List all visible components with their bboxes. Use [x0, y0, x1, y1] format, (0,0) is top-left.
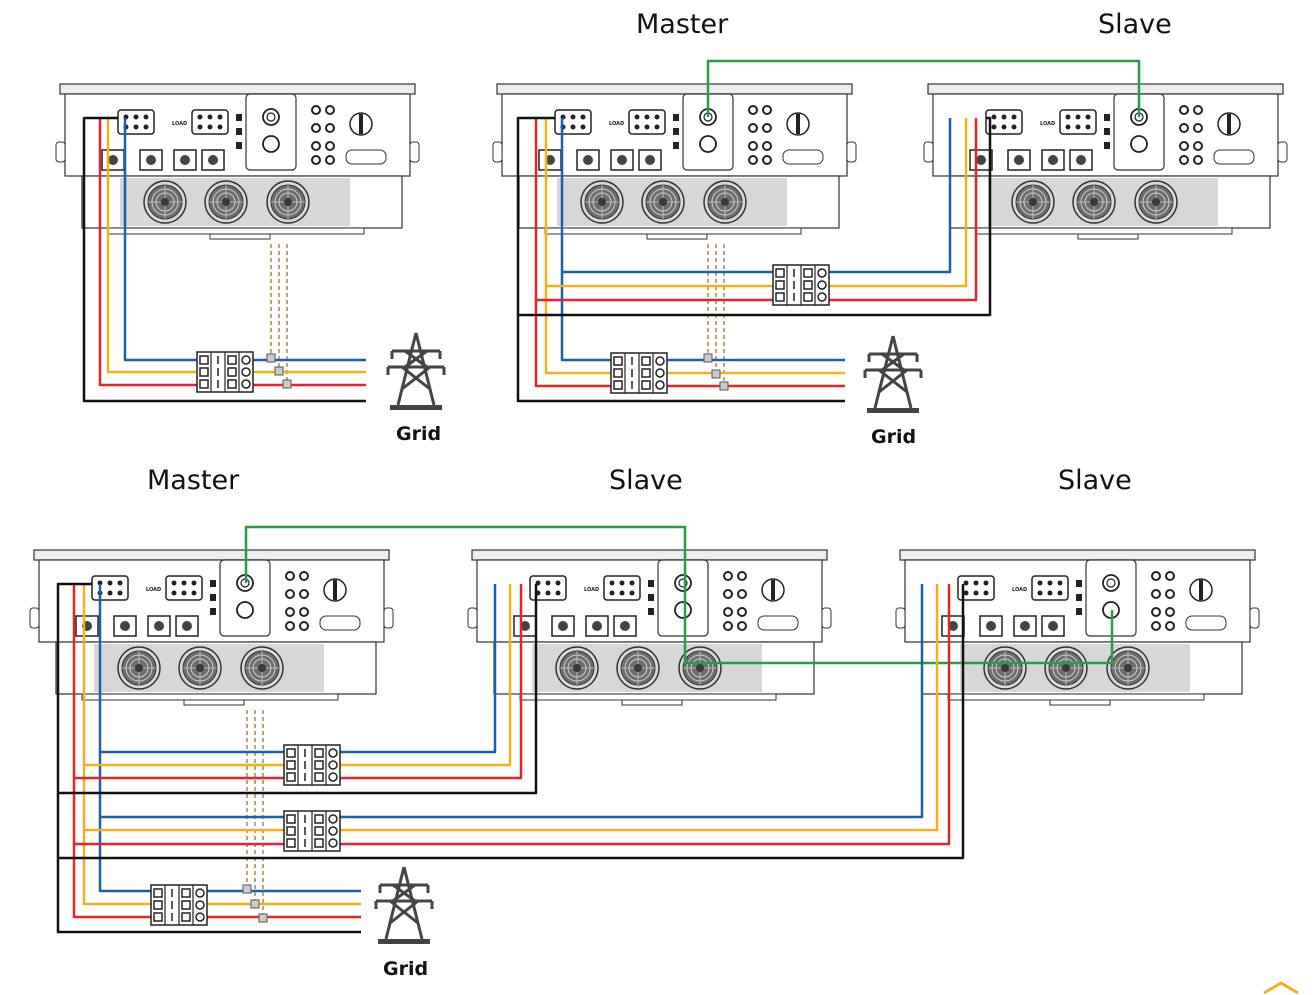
current-transformer	[258, 913, 268, 923]
current-transformer	[711, 369, 721, 379]
circuit-breaker	[283, 744, 341, 786]
current-transformer	[703, 353, 713, 363]
grid-label: Grid	[396, 423, 441, 445]
transmission-tower-icon	[386, 331, 446, 412]
current-transformer	[719, 381, 729, 391]
current-transformer	[274, 366, 284, 376]
master-label: Master	[147, 465, 240, 496]
slave-label: Slave	[1058, 465, 1132, 496]
diagram-two-inverters: Master Slave Grid	[493, 9, 1287, 448]
circuit-breaker	[150, 884, 208, 926]
grid-label: Grid	[871, 426, 916, 448]
current-transformer	[282, 379, 292, 389]
transmission-tower-icon	[863, 334, 923, 415]
circuit-breaker	[196, 351, 254, 393]
diagram-single-inverter: Grid	[56, 84, 446, 445]
diagram-three-inverters: Master Slave Slave	[30, 465, 1259, 980]
inverter-master	[493, 84, 856, 239]
current-transformer	[266, 353, 276, 363]
circuit-breaker	[772, 264, 830, 306]
transmission-tower-icon	[374, 865, 434, 946]
circuit-breaker	[610, 352, 668, 394]
inverter-slave	[896, 550, 1259, 705]
slave-label: Slave	[1098, 9, 1172, 40]
inverter-unit	[56, 84, 419, 239]
inverter-slave	[924, 84, 1287, 239]
master-label: Master	[636, 9, 729, 40]
current-transformer	[242, 884, 252, 894]
circuit-breaker	[283, 810, 341, 852]
grid-label: Grid	[383, 958, 428, 980]
slave-label: Slave	[609, 465, 683, 496]
inverter-slave	[468, 550, 831, 705]
current-transformer	[250, 899, 260, 909]
scroll-top-icon[interactable]	[1263, 981, 1299, 995]
